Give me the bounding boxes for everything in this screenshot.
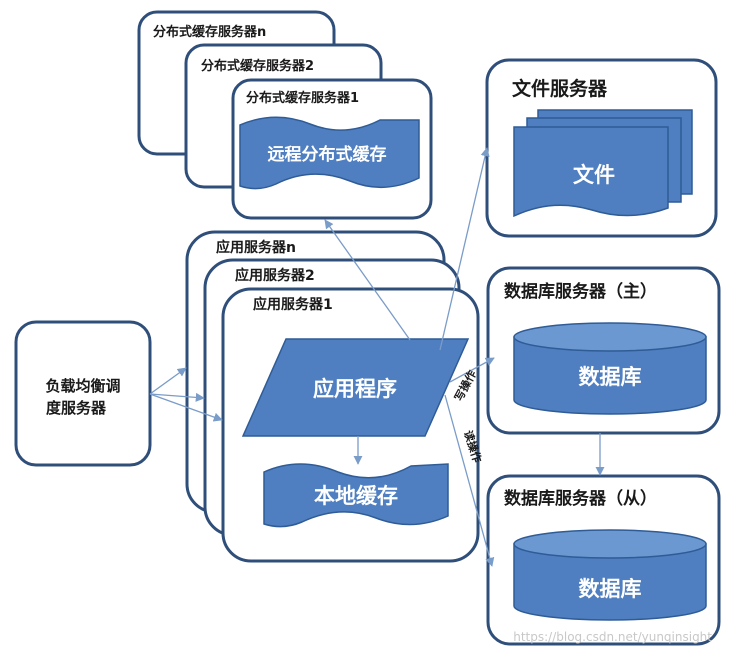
db-master-label: 数据库 xyxy=(579,365,642,389)
db-master-cylinder-top xyxy=(513,322,707,352)
app-server-n-label: 应用服务器n xyxy=(216,239,296,256)
app-server-1-label: 应用服务器1 xyxy=(253,296,333,313)
watermark-text: https://blog.csdn.net/yunqinsight xyxy=(513,630,712,644)
db-slave-cylinder-top xyxy=(513,529,707,559)
db-slave-group: 数据库服务器（从） 数据库 xyxy=(486,474,721,646)
cache-server-n-label: 分布式缓存服务器n xyxy=(153,24,266,40)
application-program-label: 应用程序 xyxy=(313,377,397,401)
remote-cache-shape xyxy=(239,116,420,190)
db-slave-cylinder xyxy=(513,543,707,621)
app-server-group: 应用服务器n 应用服务器2 应用服务器1 应用程序 本地缓存 xyxy=(185,230,480,563)
cache-server-1-label: 分布式缓存服务器1 xyxy=(246,90,359,106)
local-cache-label: 本地缓存 xyxy=(314,484,398,508)
lb-to-app-n-arrow xyxy=(149,367,187,395)
load-balancer-line2: 度服务器 xyxy=(46,399,107,417)
db-slave-title: 数据库服务器（从） xyxy=(504,488,657,509)
db-slave-label: 数据库 xyxy=(579,577,642,601)
app-to-remote-cache-arrow xyxy=(324,219,411,341)
application-program-shape xyxy=(241,338,470,437)
file-document-shape xyxy=(513,126,669,218)
load-balancer-group: 负载均衡调 度服务器 xyxy=(14,320,152,467)
file-server-title: 文件服务器 xyxy=(512,77,608,100)
lb-to-app-1-arrow xyxy=(149,393,223,422)
load-balancer-line1: 负载均衡调 xyxy=(45,377,120,395)
file-label: 文件 xyxy=(573,163,615,187)
cache-server-2-label: 分布式缓存服务器2 xyxy=(201,58,314,74)
write-op-arrow xyxy=(449,357,495,383)
connector-arrows xyxy=(149,147,605,567)
read-op-arrow xyxy=(444,394,495,567)
db-master-group: 数据库服务器（主） 数据库 xyxy=(486,266,721,435)
app-server-2-label: 应用服务器2 xyxy=(235,267,315,284)
db-master-title: 数据库服务器（主） xyxy=(504,281,657,302)
cache-server-group: 分布式缓存服务器n 分布式缓存服务器2 分布式缓存服务器1 远程分布式缓存 xyxy=(137,10,433,220)
file-server-group: 文件服务器 文件 xyxy=(485,58,718,238)
lb-to-app-2-arrow xyxy=(149,392,205,402)
remote-cache-label: 远程分布式缓存 xyxy=(268,144,387,165)
db-master-cylinder xyxy=(513,336,707,415)
local-cache-shape xyxy=(263,463,449,528)
app-to-file-server-arrow xyxy=(439,147,490,351)
